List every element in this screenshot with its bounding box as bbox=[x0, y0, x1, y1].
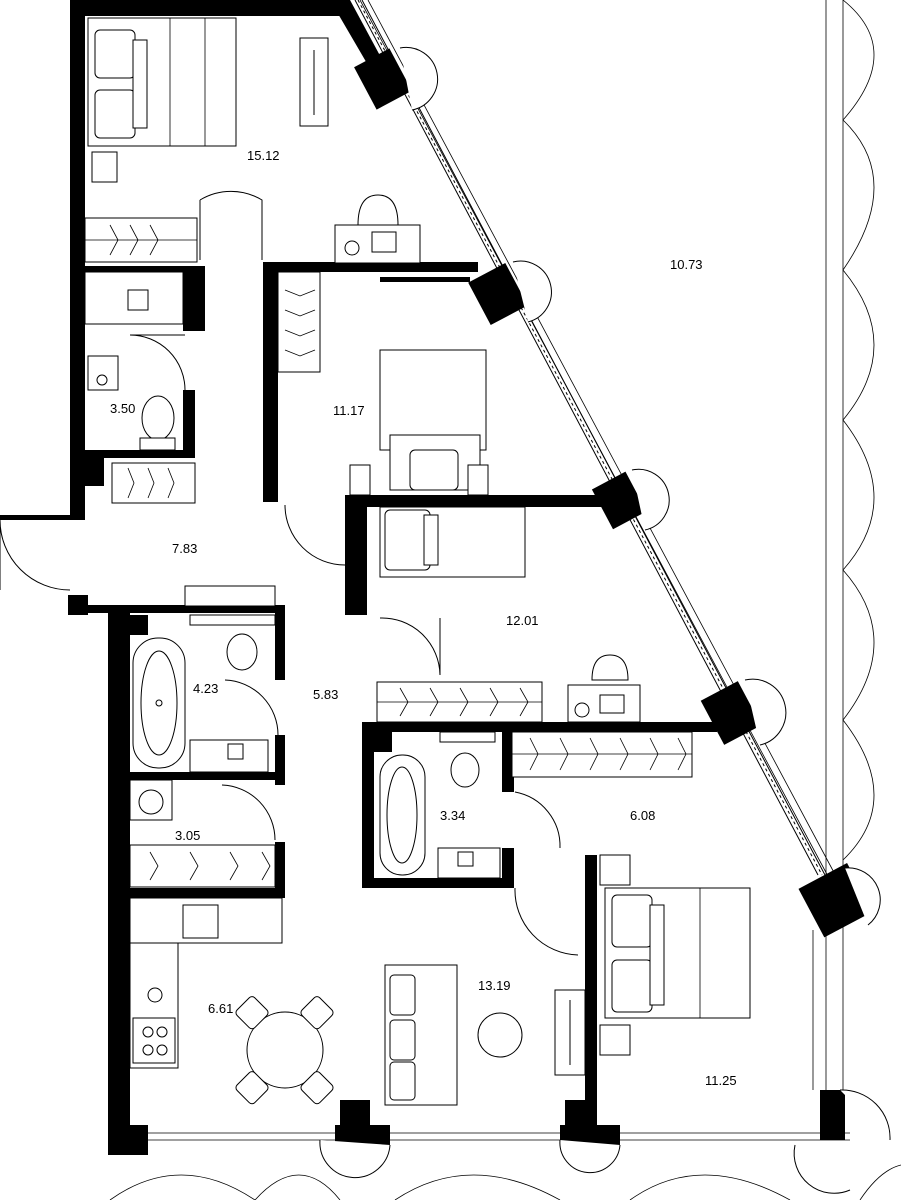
wardrobe-middle bbox=[277, 271, 321, 373]
area-label-living-room: 13.19 bbox=[478, 978, 511, 993]
area-label-laundry: 3.05 bbox=[175, 828, 200, 843]
area-label-bedroom-master: 11.25 bbox=[705, 1073, 737, 1088]
shelf-unit-left bbox=[111, 462, 196, 504]
area-label-bathroom-left: 4.23 bbox=[193, 681, 218, 696]
area-label-bedroom-child: 12.01 bbox=[506, 613, 539, 628]
area-label-dressing-room: 6.08 bbox=[630, 808, 655, 823]
area-label-terrace: 10.73 bbox=[670, 257, 703, 272]
laundry-fixtures bbox=[129, 779, 276, 888]
double-bed-master bbox=[554, 854, 751, 1076]
terrace-outline bbox=[109, 0, 901, 1200]
wardrobe-child bbox=[376, 681, 543, 723]
wardrobe-top bbox=[84, 217, 198, 263]
area-label-bedroom-top-left: 15.12 bbox=[247, 148, 280, 163]
desk-chair-child bbox=[567, 654, 641, 723]
wardrobe-dressing bbox=[511, 731, 693, 778]
bathroom-center-fixtures bbox=[374, 731, 501, 879]
bathroom-left-fixtures bbox=[130, 585, 276, 773]
kitchen-fixtures bbox=[129, 897, 334, 1105]
desk-lamp-top bbox=[299, 37, 329, 127]
area-label-kitchen: 6.61 bbox=[208, 1001, 233, 1016]
area-label-corridor: 5.83 bbox=[313, 687, 338, 702]
double-bed-top bbox=[87, 17, 237, 183]
doors bbox=[0, 190, 579, 956]
structural-columns bbox=[319, 46, 891, 1194]
desk-chair-top bbox=[334, 194, 470, 282]
walls bbox=[0, 0, 845, 1155]
area-label-entrance-hall: 7.83 bbox=[172, 541, 197, 556]
sofa-living bbox=[384, 964, 523, 1106]
bathroom-top-fixtures bbox=[84, 271, 184, 451]
single-bed-child bbox=[379, 506, 526, 578]
area-label-bathroom-center: 3.34 bbox=[440, 808, 465, 823]
area-label-bedroom-middle: 11.17 bbox=[333, 403, 365, 418]
room-area-labels: 15.12 10.73 11.17 3.50 7.83 12.01 4.23 5… bbox=[110, 148, 737, 1088]
area-label-bathroom-top: 3.50 bbox=[110, 401, 135, 416]
single-bed-middle bbox=[349, 349, 489, 496]
